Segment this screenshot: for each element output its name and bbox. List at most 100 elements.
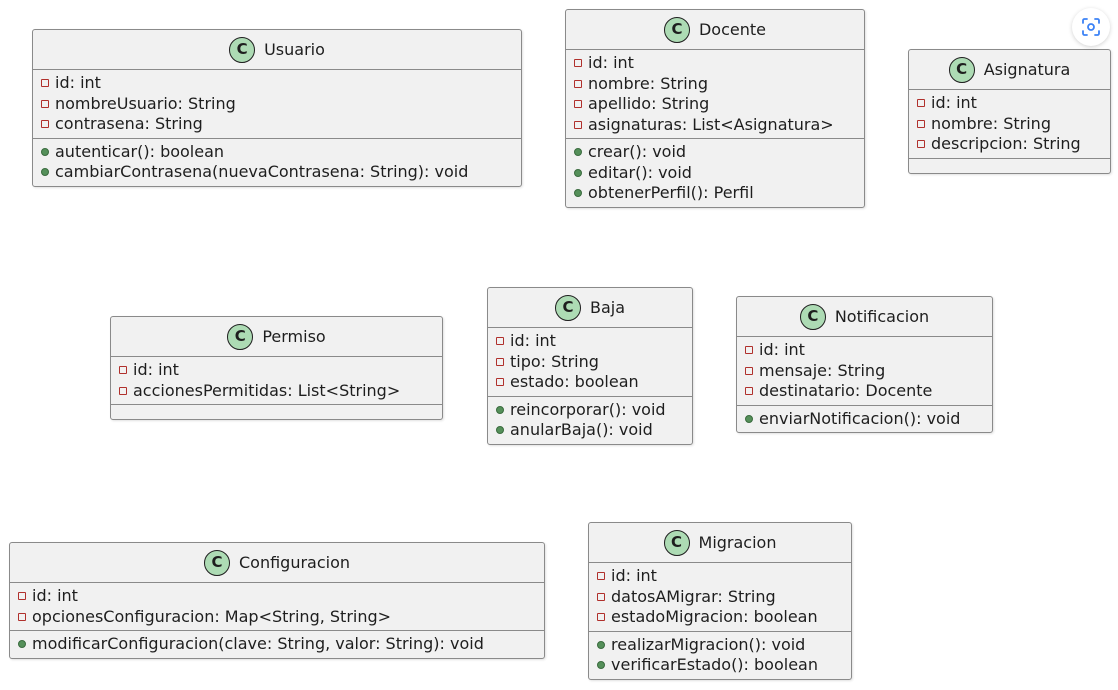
attribute-row: id: int: [597, 566, 851, 587]
private-visibility-icon: [18, 592, 26, 601]
method-row: obtenerPerfil(): Perfil: [574, 183, 864, 204]
class-stereotype-icon: C: [948, 56, 975, 83]
public-visibility-icon: [496, 426, 504, 435]
attribute-row: mensaje: String: [745, 361, 992, 382]
method-row: crear(): void: [574, 142, 864, 163]
private-visibility-icon: [574, 120, 582, 129]
method-row: anularBaja(): void: [496, 420, 692, 441]
method-text: modificarConfiguracion(clave: String, va…: [32, 634, 484, 653]
attribute-text: id: int: [133, 360, 179, 379]
private-visibility-icon: [597, 572, 605, 581]
focus-scan-icon: [1082, 18, 1100, 36]
class-name: Migracion: [698, 532, 777, 552]
method-row: realizarMigracion(): void: [597, 635, 851, 656]
class-header: C Baja: [488, 288, 692, 328]
class-stereotype-icon: C: [554, 294, 581, 321]
methods-section: [909, 157, 1110, 173]
method-text: cambiarContrasena(nuevaContrasena: Strin…: [55, 162, 469, 181]
methods-section: modificarConfiguracion(clave: String, va…: [10, 630, 544, 658]
attribute-row: datosAMigrar: String: [597, 587, 851, 608]
class-stereotype-icon: C: [663, 16, 690, 43]
attribute-text: destinatario: Docente: [759, 381, 933, 400]
class-name: Notificacion: [834, 306, 930, 326]
class-stereotype-icon: C: [227, 323, 254, 350]
class-name: Baja: [589, 297, 626, 317]
attribute-text: id: int: [931, 93, 977, 112]
public-visibility-icon: [41, 168, 49, 177]
method-text: realizarMigracion(): void: [611, 634, 806, 654]
method-text: anularBaja(): void: [510, 420, 653, 439]
private-visibility-icon: [574, 100, 582, 109]
class-stereotype-icon: C: [799, 303, 826, 330]
attribute-row: contrasena: String: [41, 114, 521, 135]
public-visibility-icon: [597, 661, 605, 670]
class-name: Asignatura: [983, 59, 1071, 79]
attribute-text: id: int: [55, 73, 101, 92]
attribute-row: id: int: [917, 93, 1110, 114]
attribute-text: opcionesConfiguracion: Map<String, Strin…: [32, 606, 392, 626]
method-row: enviarNotificacion(): void: [745, 409, 992, 430]
class-header: C Permiso: [111, 317, 442, 357]
private-visibility-icon: [41, 79, 49, 88]
attribute-text: descripcion: String: [931, 134, 1081, 153]
method-row: reincorporar(): void: [496, 400, 692, 421]
method-text: reincorporar(): void: [510, 399, 666, 419]
private-visibility-icon: [496, 337, 504, 346]
attribute-row: apellido: String: [574, 94, 864, 115]
class-name: Permiso: [262, 326, 326, 346]
public-visibility-icon: [597, 640, 605, 649]
method-text: autenticar(): boolean: [55, 141, 225, 161]
attribute-row: nombre: String: [574, 74, 864, 95]
attribute-text: asignaturas: List<Asignatura>: [588, 114, 834, 134]
attribute-text: datosAMigrar: String: [611, 586, 776, 606]
attribute-row: id: int: [41, 73, 521, 94]
method-row: editar(): void: [574, 163, 864, 184]
private-visibility-icon: [496, 378, 504, 387]
method-text: crear(): void: [588, 142, 687, 161]
private-visibility-icon: [574, 59, 582, 68]
private-visibility-icon: [119, 386, 127, 395]
attribute-text: id: int: [588, 53, 634, 72]
attribute-text: nombreUsuario: String: [55, 93, 236, 113]
attribute-row: id: int: [745, 340, 992, 361]
attribute-text: id: int: [611, 566, 657, 585]
class-header: C Asignatura: [909, 50, 1110, 90]
method-row: modificarConfiguracion(clave: String, va…: [18, 634, 544, 655]
attribute-text: id: int: [510, 331, 556, 350]
private-visibility-icon: [597, 613, 605, 622]
attribute-row: id: int: [574, 53, 864, 74]
private-visibility-icon: [597, 592, 605, 601]
method-text: enviarNotificacion(): void: [759, 408, 961, 428]
class-stereotype-icon: C: [203, 549, 230, 576]
method-row: cambiarContrasena(nuevaContrasena: Strin…: [41, 162, 521, 183]
private-visibility-icon: [917, 119, 925, 128]
attribute-row: estadoMigracion: boolean: [597, 607, 851, 628]
attribute-text: estado: boolean: [510, 372, 639, 391]
method-text: obtenerPerfil(): Perfil: [588, 183, 754, 202]
class-stereotype-icon: C: [229, 36, 256, 63]
private-visibility-icon: [496, 357, 504, 366]
method-text: verificarEstado(): boolean: [611, 655, 818, 674]
private-visibility-icon: [119, 366, 127, 375]
public-visibility-icon: [496, 405, 504, 414]
private-visibility-icon: [745, 366, 753, 375]
public-visibility-icon: [745, 414, 753, 423]
public-visibility-icon: [574, 189, 582, 198]
attribute-text: apellido: String: [588, 94, 710, 113]
private-visibility-icon: [745, 346, 753, 355]
focus-button[interactable]: [1072, 8, 1110, 46]
